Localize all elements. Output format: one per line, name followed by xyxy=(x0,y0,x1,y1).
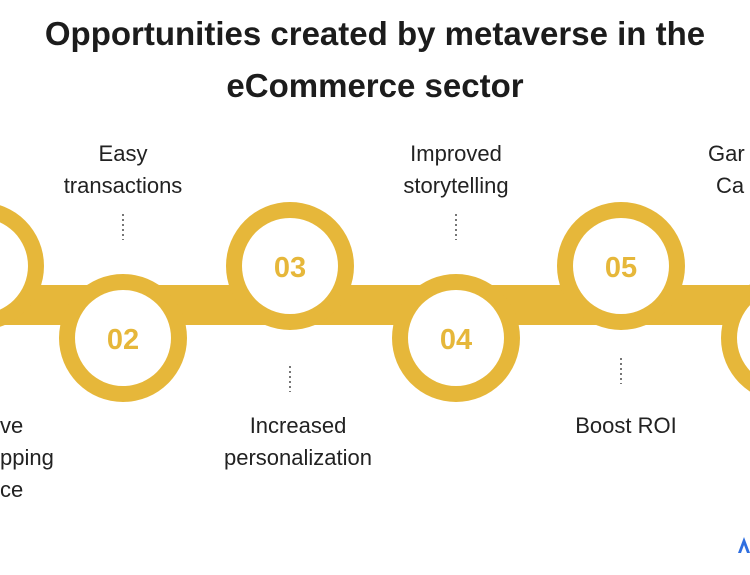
step-circle-04 xyxy=(408,290,504,386)
step-circle-02 xyxy=(75,290,171,386)
step-number-05: 05 xyxy=(605,252,637,284)
step-label-01: ve pping ce xyxy=(0,413,54,502)
title-line-1: Opportunities created by metaverse in th… xyxy=(44,15,706,52)
step-label-05: Boost ROI xyxy=(575,413,677,438)
step-circle-01 xyxy=(0,222,28,310)
step-circle-03 xyxy=(242,218,338,314)
step-label-06: Gar Ca xyxy=(708,141,745,198)
step-number-03: 03 xyxy=(274,252,306,284)
connector-lines xyxy=(122,214,622,392)
step-label-03: Increased personalization xyxy=(224,413,372,470)
brand-logo-icon xyxy=(738,537,750,553)
step-label-02: Easy transactions xyxy=(63,141,183,198)
step-circle-06 xyxy=(737,305,750,371)
timeline-inner-circles xyxy=(0,218,750,386)
diagram-title: Opportunities created by metaverse in th… xyxy=(0,8,750,112)
step-number-02: 02 xyxy=(107,324,139,356)
step-circle-05 xyxy=(573,218,669,314)
title-line-2: eCommerce sector xyxy=(226,67,524,104)
step-number-04: 04 xyxy=(440,324,472,356)
step-label-04: Improved storytelling xyxy=(403,141,509,198)
